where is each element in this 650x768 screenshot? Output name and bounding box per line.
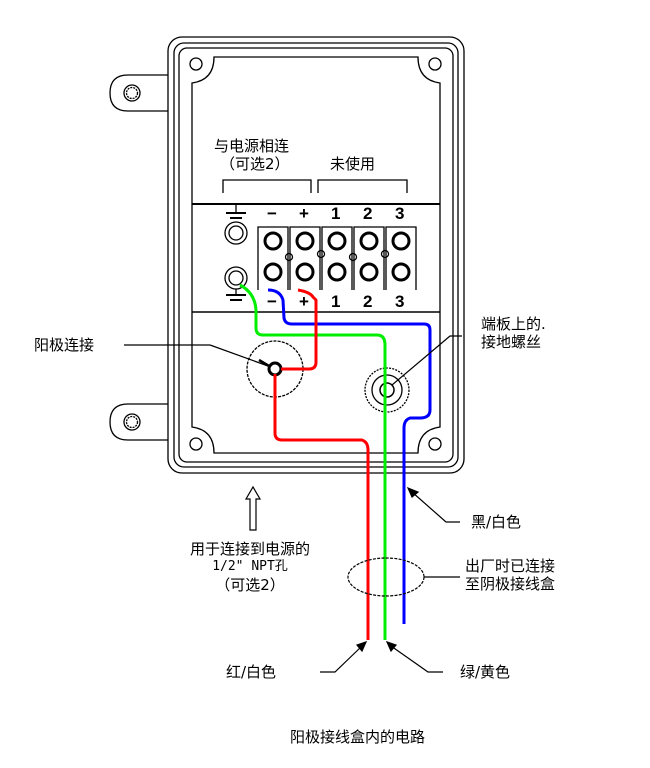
power-bracket bbox=[222, 179, 312, 193]
terminal-label-bottom: 3 bbox=[395, 292, 405, 311]
terminal-block bbox=[257, 226, 417, 290]
ground-screw-label-1: 端板上的. bbox=[481, 315, 546, 333]
unused-label: 未使用 bbox=[330, 155, 376, 173]
jumper-hole-icon bbox=[284, 252, 294, 262]
corner-screw-icon bbox=[189, 57, 203, 71]
ground-stud-bottom bbox=[224, 266, 248, 301]
terminal-label-bottom: − bbox=[267, 292, 277, 311]
black-white-label: 黑/白色 bbox=[471, 513, 522, 531]
wire-red bbox=[273, 288, 370, 640]
terminal-screw-icon bbox=[359, 262, 379, 282]
npt-label-3: （可选2） bbox=[215, 576, 285, 594]
terminal-screw-icon bbox=[263, 262, 283, 282]
ground-screw-label-2: 接地螺丝 bbox=[481, 333, 542, 351]
enclosure-outer bbox=[167, 36, 465, 474]
mounting-lug-bottom bbox=[109, 403, 168, 441]
diagram-title: 阳极接线盒内的电路 bbox=[290, 728, 426, 746]
terminal-screw-icon bbox=[263, 231, 283, 251]
terminal-label-top: 1 bbox=[331, 204, 341, 223]
jumper-hole-icon bbox=[348, 252, 358, 262]
corner-screw-icon bbox=[189, 437, 203, 451]
wire-green bbox=[239, 283, 387, 640]
factory-label-1: 出厂时已连接 bbox=[465, 557, 556, 575]
green-yellow-leader bbox=[390, 645, 443, 673]
terminal-label-top: 2 bbox=[363, 204, 373, 223]
terminal-label-top: − bbox=[267, 204, 277, 223]
terminal-cell bbox=[353, 226, 385, 290]
ground-screw bbox=[364, 367, 410, 413]
black-white-leader bbox=[411, 491, 460, 523]
red-white-leader bbox=[320, 645, 363, 673]
corner-screw-icon bbox=[428, 437, 442, 451]
terminal-label-bottom: + bbox=[299, 292, 309, 311]
mounting-lug-top bbox=[109, 74, 168, 112]
terminal-label-top: 3 bbox=[395, 204, 405, 223]
terminal-screw-icon bbox=[295, 262, 315, 282]
terminal-label-bottom: 2 bbox=[363, 292, 373, 311]
terminal-label-bottom: 1 bbox=[331, 292, 341, 311]
unused-bracket bbox=[317, 179, 408, 193]
terminal-cell bbox=[257, 226, 289, 290]
ground-stud-top bbox=[224, 204, 248, 245]
terminal-screw-icon bbox=[359, 231, 379, 251]
terminal-screw-icon bbox=[295, 231, 315, 251]
npt-label-1: 用于连接到电源的 bbox=[189, 540, 310, 558]
terminal-cell bbox=[289, 226, 321, 290]
terminal-screw-icon bbox=[327, 262, 347, 282]
npt-label-2: 1/2" NPT孔 bbox=[212, 559, 288, 574]
factory-label-2: 至阴极接线盒 bbox=[465, 575, 556, 593]
terminal-screw-icon bbox=[391, 231, 411, 251]
power-label: 与电源相连 bbox=[214, 137, 290, 155]
anode-connection-label: 阳极连接 bbox=[34, 336, 95, 354]
ground-screw-leader bbox=[391, 335, 462, 386]
enclosure-inner bbox=[191, 56, 441, 454]
corner-screw-icon bbox=[428, 57, 442, 71]
terminal-cell bbox=[321, 226, 353, 290]
jumper-hole-icon bbox=[316, 249, 326, 259]
npt-arrow-icon bbox=[244, 485, 262, 531]
enclosure-rim bbox=[173, 42, 459, 468]
red-white-label: 红/白色 bbox=[226, 663, 277, 681]
terminal-screw-icon bbox=[327, 231, 347, 251]
power-optional-label: （可选2） bbox=[220, 155, 290, 173]
green-yellow-label: 绿/黄色 bbox=[460, 663, 511, 681]
terminal-label-top: + bbox=[299, 204, 309, 223]
terminal-screw-icon bbox=[391, 262, 411, 282]
terminal-cell bbox=[385, 226, 417, 290]
jumper-hole-icon bbox=[380, 249, 390, 259]
wire-blue bbox=[267, 288, 432, 624]
